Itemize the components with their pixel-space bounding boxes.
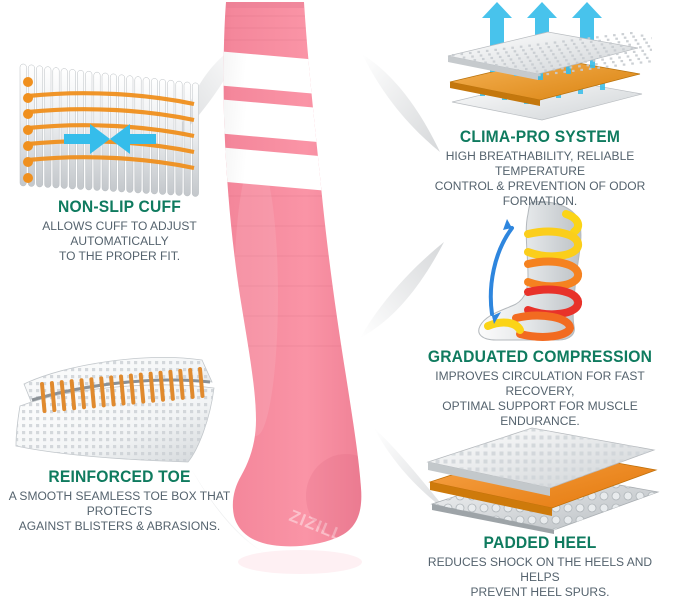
feature-description: ALLOWS CUFF TO ADJUST AUTOMATICALLY TO T…	[42, 218, 197, 264]
feature-description: HIGH BREATHABILITY, RELIABLE TEMPERATURE…	[434, 148, 646, 209]
feature-description: A SMOOTH SEAMLESS TOE BOX THAT PROTECTS …	[8, 488, 231, 534]
feature-graduated-compression: GRADUATED COMPRESSION IMPROVES CIRCULATI…	[404, 348, 676, 429]
feature-reinforced-toe: REINFORCED TOE A SMOOTH SEAMLESS TOE BOX…	[0, 468, 243, 534]
feature-title: GRADUATED COMPRESSION	[427, 347, 653, 366]
sock-product-image: ZIZILL	[196, 0, 396, 596]
feature-non-slip-cuff: NON-SLIP CUFF ALLOWS CUFF TO ADJUST AUTO…	[0, 198, 243, 264]
feature-title: NON-SLIP CUFF	[58, 197, 181, 216]
feature-title: REINFORCED TOE	[48, 467, 191, 486]
feature-clima-pro-system: CLIMA-PRO SYSTEM HIGH BREATHABILITY, REL…	[404, 128, 676, 209]
feature-title: PADDED HEEL	[483, 533, 597, 552]
leg-compression-bands-icon	[458, 192, 624, 350]
layered-mesh-airflow-icon	[432, 0, 652, 130]
feature-description: IMPROVES CIRCULATION FOR FAST RECOVERY, …	[435, 368, 645, 429]
folded-mesh-seam-icon	[6, 338, 238, 472]
feature-padded-heel: PADDED HEEL REDUCES SHOCK ON THE HEELS A…	[404, 534, 676, 600]
feature-title: CLIMA-PRO SYSTEM	[459, 127, 621, 146]
ribbed-cuff-icon	[6, 38, 212, 200]
stacked-cushion-layers-icon	[418, 418, 672, 536]
feature-description: REDUCES SHOCK ON THE HEELS AND HELPS PRE…	[427, 554, 653, 600]
